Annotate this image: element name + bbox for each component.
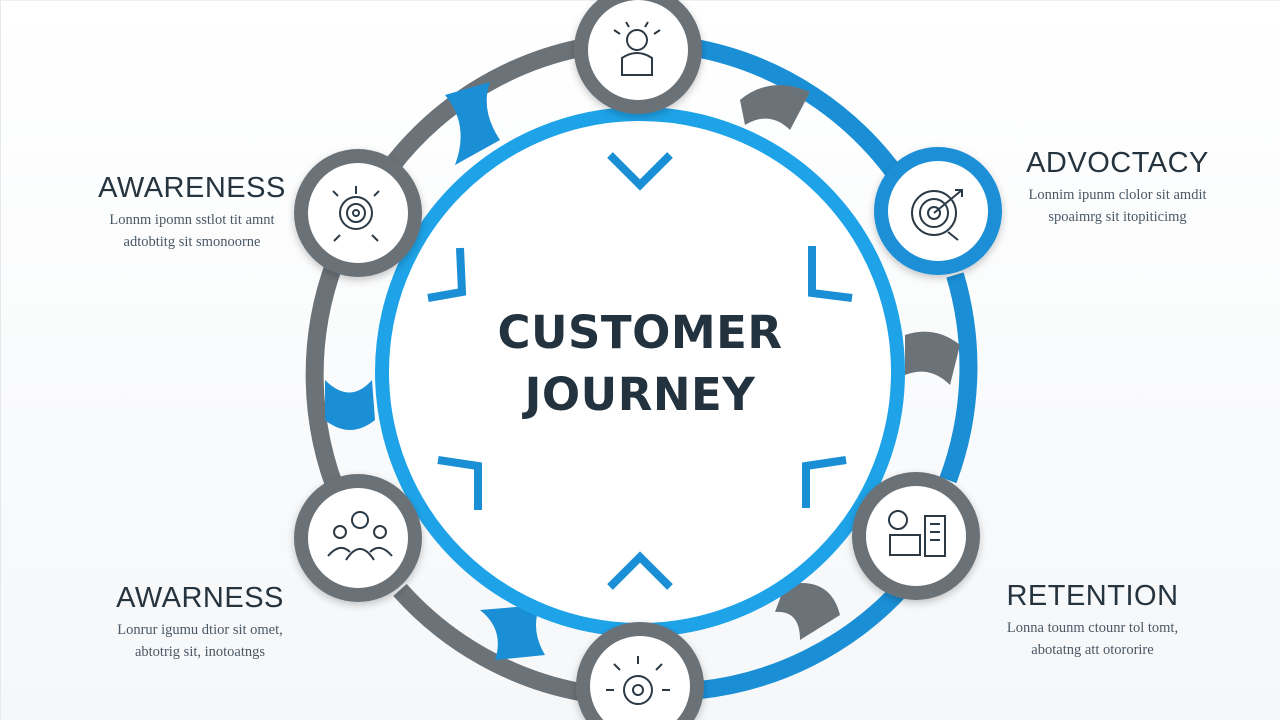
chevron-up-icon — [607, 551, 673, 590]
diagram-title: CUSTOMER JOURNEY — [440, 302, 840, 426]
stage-title: ADVOCTACY — [1026, 147, 1209, 179]
swoosh-left — [325, 380, 375, 430]
stage-desc-line-2: spoaimrg sit itopiticimg — [1048, 209, 1187, 225]
swoosh-bottom-right — [775, 583, 840, 640]
title-line-2: JOURNEY — [524, 368, 756, 421]
outer-ring-segment-left — [305, 258, 349, 504]
stage-title: RETENTION — [1006, 580, 1179, 612]
stage-desc-line-1: Lonrur igumu dtior sit omet, — [117, 622, 283, 638]
stage-label-advocacy: ADVOCTACY Lonnim ipunm clolor sit amdit … — [1015, 147, 1220, 228]
head-gears-icon — [606, 656, 670, 705]
title-line-1: CUSTOMER — [497, 306, 783, 359]
stage-desc-line-2: adtobtitg sit smonoorne — [123, 234, 261, 250]
outer-ring-segment-right — [939, 272, 978, 484]
swoosh-right — [905, 331, 960, 385]
chevron-right-upper-icon — [808, 246, 853, 302]
chevron-right-lower-icon — [802, 456, 847, 508]
outer-ring-segment-bottom-right — [699, 583, 907, 699]
outer-ring-segment-bottom-left — [393, 584, 582, 701]
stage-label-awarness-bottom: AWARNESS Lonrur igumu dtior sit omet, ab… — [100, 582, 300, 663]
chevron-left-lower-icon — [437, 456, 482, 510]
stage-desc-line-1: Lonnm ipomn sstlot tit amnt — [109, 212, 275, 228]
lightbulb-brain-icon — [332, 186, 380, 242]
stage-title: AWARENESS — [98, 172, 286, 204]
stage-desc-line-2: abotatng att otororire — [1031, 642, 1154, 658]
stage-desc-line-2: abtotrig sit, inotoatngs — [134, 644, 266, 660]
node-awarness-bottom[interactable] — [294, 474, 422, 602]
stage-desc-line-1: Lonna tounm ctounr tol tomt, — [1006, 620, 1179, 636]
chevron-left-upper-icon — [427, 247, 467, 302]
stage-title: AWARNESS — [116, 582, 284, 614]
node-top[interactable] — [574, 0, 702, 114]
people-group-icon — [327, 511, 393, 561]
customer-avatar-icon — [613, 21, 661, 76]
retention-chart-icon — [888, 510, 946, 557]
chevron-down-icon — [607, 152, 673, 191]
chevron-markers — [427, 152, 853, 590]
stage-desc-line-1: Lonnim ipunm clolor sit amdit — [1028, 187, 1207, 203]
swoosh-top-left — [445, 82, 500, 165]
outer-ring-segment-top-right — [688, 38, 913, 193]
swoosh-top-right — [740, 85, 810, 130]
ribbon-swooshes — [325, 82, 960, 660]
stage-label-retention: RETENTION Lonna tounm ctounr tol tomt, a… — [995, 580, 1190, 661]
target-icon — [911, 189, 963, 241]
swoosh-bottom-left — [480, 605, 545, 660]
node-bottom[interactable] — [576, 622, 704, 720]
stage-label-awareness-top: AWARENESS Lonnm ipomn sstlot tit amnt ad… — [92, 172, 292, 253]
